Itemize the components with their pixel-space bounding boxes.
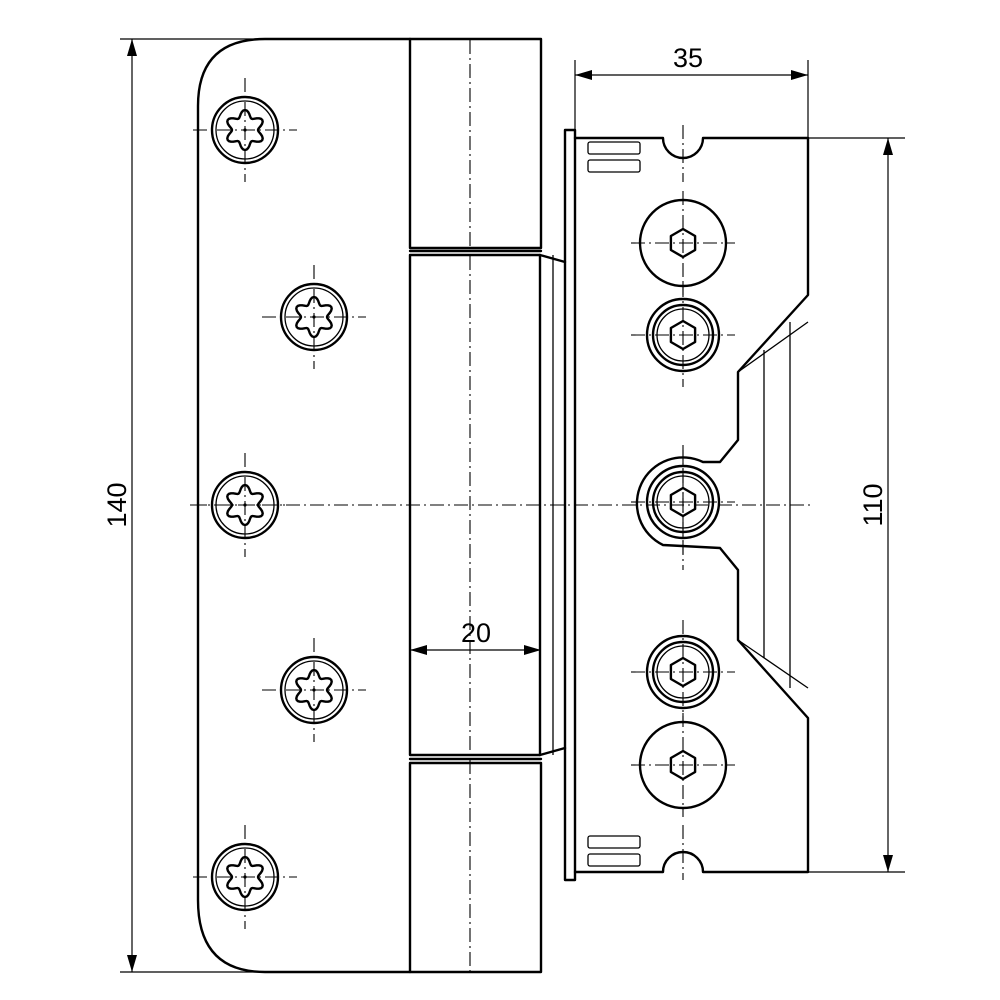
dimension-frame-depth: 35	[574, 43, 809, 138]
dim-label-20: 20	[461, 618, 491, 648]
torx-screw	[262, 265, 366, 369]
adjustment-screw	[631, 283, 735, 387]
torx-screw	[193, 78, 297, 182]
adjustment-screw	[631, 713, 735, 817]
dimension-frame-height: 110	[808, 137, 905, 873]
torx-screw	[193, 825, 297, 929]
center-lines	[190, 40, 810, 975]
dim-label-110: 110	[858, 483, 888, 526]
dimension-overall-height: 140	[102, 38, 265, 973]
dim-label-35: 35	[673, 43, 703, 73]
dim-label-140: 140	[102, 482, 132, 527]
adjustment-screw	[631, 191, 735, 295]
adjustment-screw	[631, 620, 735, 724]
torx-screw	[262, 638, 366, 742]
leaf-plate	[196, 37, 412, 974]
dimension-barrel-width: 20	[410, 618, 541, 655]
